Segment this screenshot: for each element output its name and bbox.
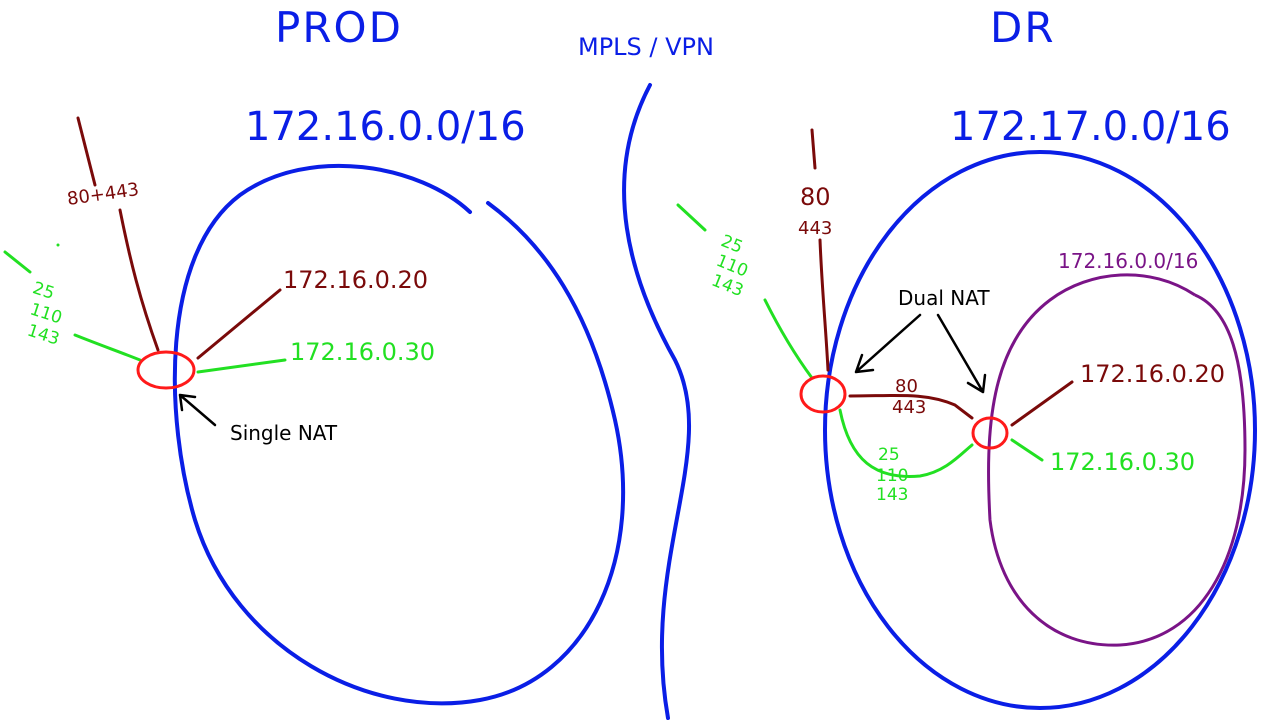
dr-mail-inbound-line [676,203,814,380]
dr-network-boundary [823,150,1257,710]
dr-inner-mail-port-110: 110 [876,466,908,486]
dr-inner-web-port-443: 443 [892,397,926,418]
stray-dot [56,243,60,247]
dr-web-port-80: 80 [800,183,831,211]
dr-web-host: 172.16.0.20 [1080,360,1225,388]
dr-inner-mail-port-25: 25 [878,445,900,465]
prod-web-inbound-line [76,116,160,352]
prod-mail-port-labels: 25 110 143 [25,278,65,349]
dr-mail-port-labels: 25 110 143 [709,231,751,301]
dr-mail-internal-line [1010,438,1044,462]
dr-nat-arrow-inner [936,313,987,394]
prod-web-port-label: 80+443 [66,179,141,210]
dr-inner-nat-node [971,416,1009,450]
prod-network-boundary [172,163,626,706]
dr-mail-transit-line [838,408,974,478]
prod-web-internal-line [196,288,282,360]
dr-subnet-label: 172.17.0.0/16 [950,104,1231,150]
dr-web-port-443: 443 [798,218,832,239]
dr-nat-arrow-outer [854,313,922,374]
dr-inner-network-boundary [987,273,1247,647]
mpls-divider [622,83,691,720]
dr-outer-nat-node [799,374,847,414]
prod-mail-internal-line [196,358,287,374]
prod-nat-node [136,350,196,390]
dr-inner-web-port-80: 80 [895,376,918,397]
dr-title: DR [990,3,1056,52]
dr-mail-host: 172.16.0.30 [1050,448,1195,476]
prod-mail-host: 172.16.0.30 [290,338,435,366]
prod-nat-arrow [178,393,217,427]
prod-mail-inbound-line [3,250,142,362]
prod-title: PROD [275,3,403,52]
dr-inner-subnet-label: 172.16.0.0/16 [1058,249,1198,273]
dr-inner-mail-port-143: 143 [876,485,908,505]
prod-nat-label: Single NAT [230,421,338,445]
dr-web-internal-line [1010,380,1074,427]
mpls-label: MPLS / VPN [578,33,714,61]
prod-web-host: 172.16.0.20 [283,266,428,294]
dr-web-inbound-line [810,128,830,372]
dr-web-transit-line [848,393,974,420]
dr-nat-label: Dual NAT [898,286,990,310]
prod-subnet-label: 172.16.0.0/16 [245,104,526,150]
